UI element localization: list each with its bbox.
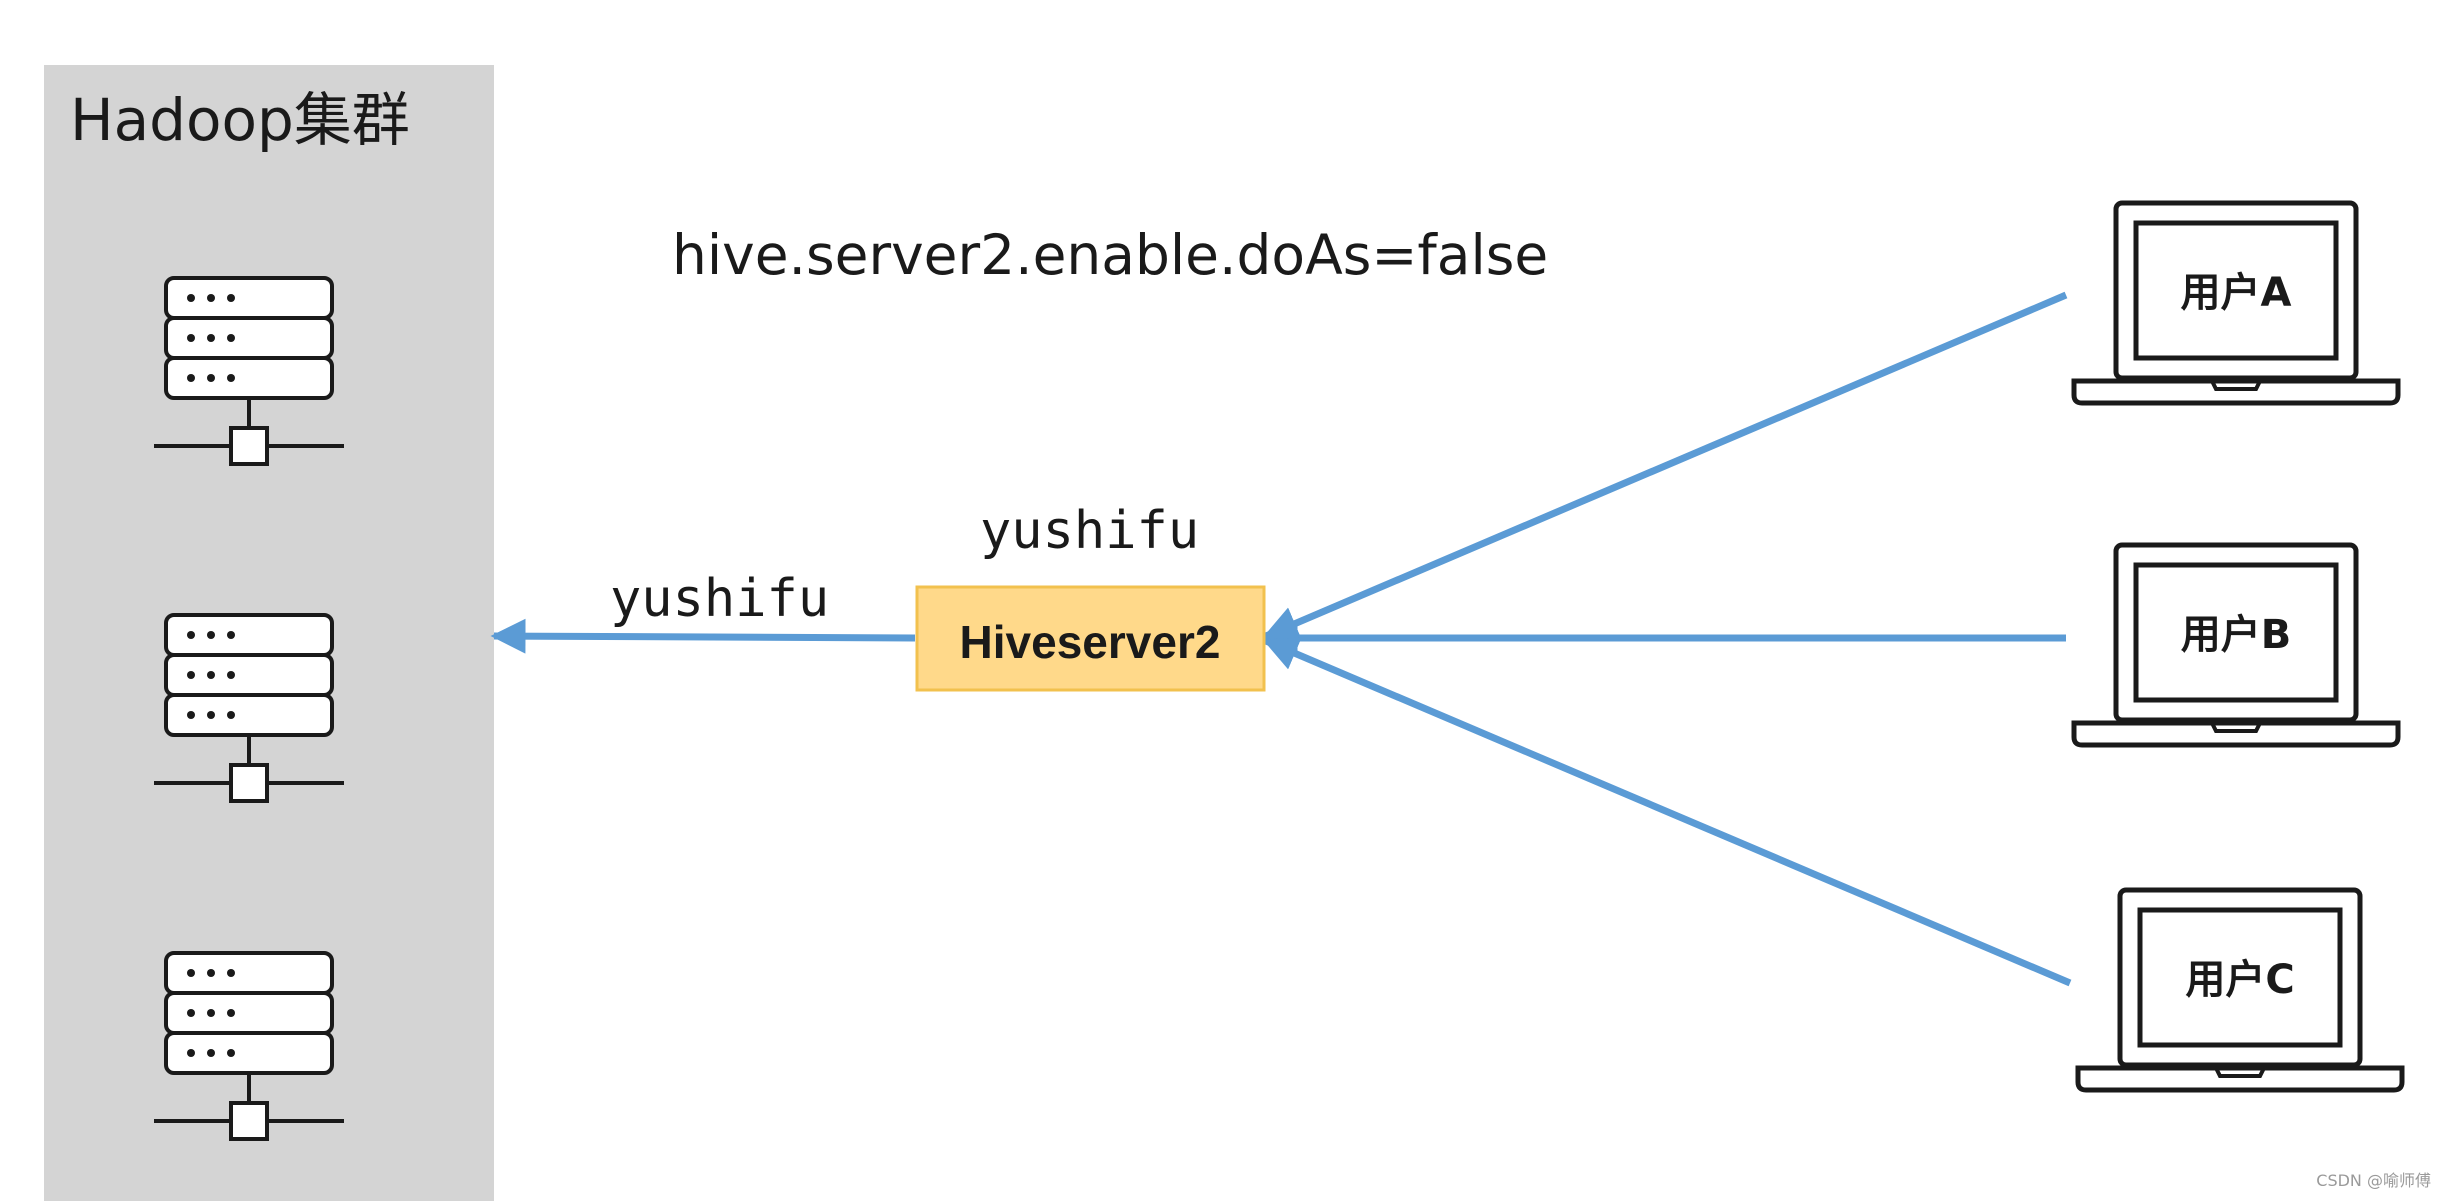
client-a: 用户A [2074, 203, 2398, 403]
client-b-label: 用户B [2181, 612, 2292, 658]
client-c-edge-arrow [1262, 637, 2072, 987]
proxy-user-label: yushifu [610, 569, 829, 629]
client-a-edge-arrow [1262, 291, 2068, 640]
csdn-watermark: CSDN @喻师傅 [2316, 1171, 2431, 1190]
hiveserver-user-label: yushifu [980, 501, 1199, 561]
hiveserver2-node [915, 585, 1266, 692]
hiveserver2-label: Hiveserver2 [960, 616, 1221, 668]
doas-config-text: hive.server2.enable.doAs=false [672, 223, 1548, 287]
client-c-label: 用户C [2185, 957, 2294, 1003]
cluster-title: Hadoop集群 [70, 86, 410, 154]
client-a-label: 用户A [2181, 270, 2292, 316]
client-b: 用户B [2074, 545, 2398, 745]
proxy-edge-arrow [490, 618, 916, 654]
client-c: 用户C [2078, 890, 2402, 1090]
